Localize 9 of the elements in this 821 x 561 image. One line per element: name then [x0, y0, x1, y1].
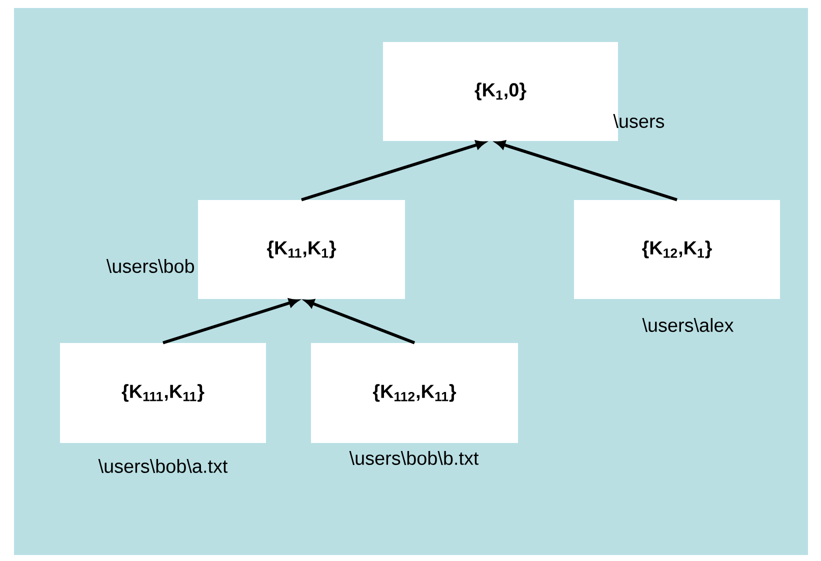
path-label: \users\bob\a.txt: [98, 459, 228, 473]
path-label: \users\alex: [642, 318, 734, 332]
tree-node-box: {K$_{11}$,K$_{1}$}: [198, 200, 405, 299]
tree-node-box: {K$_{112}$,K$_{11}$}: [311, 343, 518, 443]
path-label: \users\bob: [106, 259, 194, 273]
path-label: \users\bob\b.txt: [349, 451, 479, 465]
tree-node-box: {K$_{12}$,K$_{1}$}: [574, 200, 780, 299]
path-label: \users: [613, 114, 664, 128]
tree-node-box: {K$_{111}$,K$_{11}$}: [60, 343, 266, 443]
